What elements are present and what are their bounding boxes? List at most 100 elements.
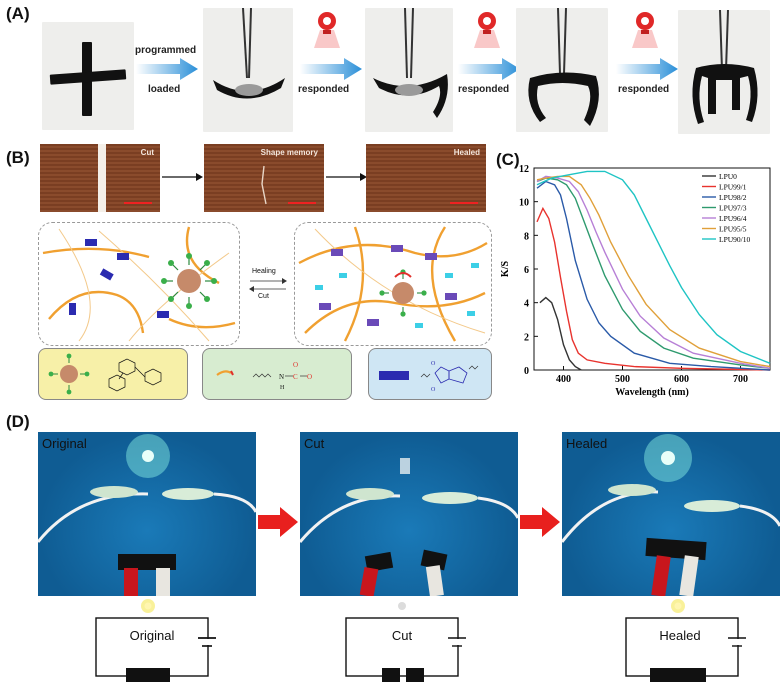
led-circuit-original-icon: [38, 434, 256, 596]
legend-label: LPU95/5: [719, 225, 747, 234]
x-tick-label: 500: [615, 374, 630, 385]
x-tick-label: 700: [733, 374, 748, 385]
scale-bar-1: [124, 202, 152, 204]
circuit-healed-label: Healed: [659, 628, 701, 643]
circuit-diagram-cut: [345, 602, 466, 682]
panel-c-label: (C): [496, 150, 520, 169]
legend-label: LPU96/4: [719, 214, 747, 223]
healing-label: Healing: [252, 268, 276, 275]
polyurethane-chain-icon: N H C O O: [216, 361, 312, 391]
micrograph-healed-label: Healed: [453, 148, 480, 157]
circuit-diagram-healed: [625, 599, 746, 682]
led-circuit-cut-icon: [300, 458, 518, 596]
micrograph-cut-label: Cut: [140, 148, 154, 157]
svg-text:N: N: [279, 373, 284, 381]
photo-healed-circuit: Healed: [562, 432, 780, 596]
panel-d-label: (D): [6, 412, 30, 431]
arrow-2-label: responded: [298, 84, 350, 95]
photo-responded-gripper-3: [678, 10, 770, 134]
photo-programmed-gripper: [203, 8, 293, 132]
y-tick-label: 4: [524, 299, 529, 310]
gripper-responded-1-icon: [373, 8, 448, 118]
y-tick-label: 0: [524, 366, 529, 377]
panel-b-label: (B): [6, 148, 30, 167]
photo-original-label: Original: [42, 436, 87, 451]
series-line-lpu98-2: [536, 180, 771, 371]
x-tick-label: 600: [674, 374, 689, 385]
gripper-responded-2-icon: [528, 8, 599, 126]
circuit-original-label: Original: [129, 628, 175, 643]
circuit-cut-label: Cut: [391, 628, 413, 643]
dielsalder-adduct-icon: O O: [379, 361, 479, 393]
photo-healed-label: Healed: [566, 436, 608, 451]
y-tick-label: 10: [519, 198, 529, 209]
network-cut-box: [38, 222, 240, 346]
arrow-b2-icon: [326, 173, 367, 181]
arrow-2-icon: [300, 58, 362, 80]
cross-shape-icon: [49, 42, 127, 116]
y-tick-label: 8: [524, 231, 529, 242]
micrograph-shape-memory: Shape memory: [204, 144, 324, 212]
svg-text:O: O: [431, 387, 436, 393]
reversible-arrows-icon: [249, 278, 287, 292]
photo-original-circuit: Original: [38, 432, 256, 596]
y-tick-label: 6: [524, 265, 529, 276]
arrow-1-icon: [136, 58, 198, 80]
legend-crosslinker-box: [38, 348, 188, 400]
red-arrow-2-icon: [520, 507, 560, 537]
panel-a-label: (A): [6, 4, 30, 23]
arrow-1-top-label: programmed: [135, 45, 197, 56]
network-healed-box: [294, 222, 492, 346]
polymer-network-healed-icon: [298, 226, 488, 342]
photo-cut-label: Cut: [304, 436, 325, 451]
legend-label: LPU90/10: [719, 235, 751, 244]
scale-bar-3: [450, 202, 478, 204]
micrograph-shape-memory-label: Shape memory: [260, 148, 318, 157]
legend-label: LPU0: [719, 172, 737, 181]
legend-dielsalder-box: O O: [368, 348, 492, 400]
crosslinker-structure-icon: [48, 353, 162, 395]
cut-reverse-label: Cut: [258, 293, 269, 300]
y-tick-label: 12: [519, 164, 529, 175]
arrow-4-icon: [616, 58, 678, 80]
legend-label: LPU97/3: [719, 204, 747, 213]
y-tick-label: 2: [524, 332, 529, 343]
led-circuit-healed-icon: [562, 434, 780, 596]
scale-bar-2: [288, 202, 316, 204]
svg-text:O: O: [307, 373, 312, 381]
photo-responded-gripper-1: [365, 8, 453, 132]
series-line-lpu0: [539, 296, 582, 371]
arrow-3-icon: [458, 58, 520, 80]
svg-text:O: O: [431, 361, 436, 367]
series-line-lpu96-4: [536, 175, 771, 369]
arrow-b1-icon: [162, 173, 203, 181]
photo-cross-sample: [42, 22, 134, 130]
micrograph-healed: Healed: [366, 144, 486, 212]
legend-label: LPU99/1: [719, 183, 747, 192]
arrow-3-label: responded: [458, 84, 510, 95]
x-tick-label: 400: [556, 374, 571, 385]
arrow-1-bottom-label: loaded: [148, 84, 181, 95]
gripper-responded-3-icon: [692, 10, 758, 124]
legend-label: LPU98/2: [719, 193, 747, 202]
light-bulb-icon-1: [314, 12, 340, 48]
svg-text:O: O: [293, 361, 298, 369]
series-line-lpu97-3: [536, 177, 771, 369]
x-axis-label: Wavelength (nm): [615, 387, 689, 398]
photo-responded-gripper-2: [516, 8, 608, 132]
micrograph-cut: Cut: [40, 144, 160, 212]
arrow-4-label: responded: [618, 84, 670, 95]
photo-cut-circuit: Cut: [300, 432, 518, 596]
polymer-network-cut-icon: [42, 226, 236, 342]
light-bulb-icon-3: [632, 12, 658, 48]
red-arrow-1-icon: [258, 507, 298, 537]
light-bulb-icon-2: [474, 12, 500, 48]
series-line-lpu90-10: [536, 170, 771, 364]
circuit-diagram-original: [95, 599, 216, 682]
gripper-programmed-icon: [213, 8, 285, 99]
legend-chain-box: N H C O O: [202, 348, 352, 400]
series-line-lpu99-1: [536, 206, 771, 371]
svg-text:H: H: [280, 385, 285, 391]
svg-text:C: C: [293, 373, 298, 381]
